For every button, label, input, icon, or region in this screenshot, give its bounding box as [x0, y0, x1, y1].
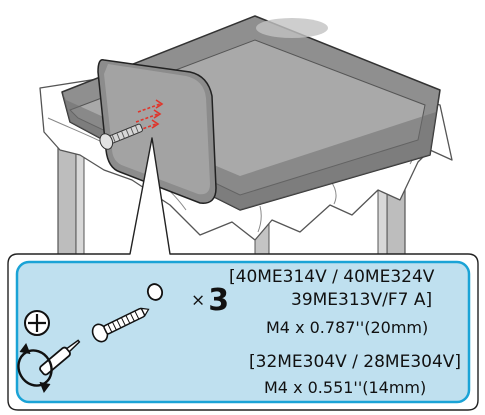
screw-icon [99, 123, 143, 150]
callout-screw-icon [91, 307, 150, 343]
group1-models-line1: [40ME314V / 40ME324V [229, 267, 435, 287]
stand-plate [97, 59, 217, 204]
screw-quantity: ×3 [191, 283, 229, 318]
group1-models-line2: 39ME313V/F7 A] [291, 290, 433, 310]
group2-models: [32ME304V / 28ME304V] [249, 352, 462, 372]
callout-inner-panel [15, 260, 471, 404]
group2-screw-spec: M4 x 0.551''(14mm) [264, 378, 427, 397]
rotation-arrows-icon [17, 342, 53, 394]
group1-screw-spec: M4 x 0.787''(20mm) [266, 318, 429, 337]
washer-icon [146, 283, 164, 301]
screwdriver-icon [24, 310, 81, 376]
insertion-arrows [133, 99, 164, 133]
multiply-sign: × [191, 290, 206, 311]
screw-count: 3 [208, 283, 230, 318]
